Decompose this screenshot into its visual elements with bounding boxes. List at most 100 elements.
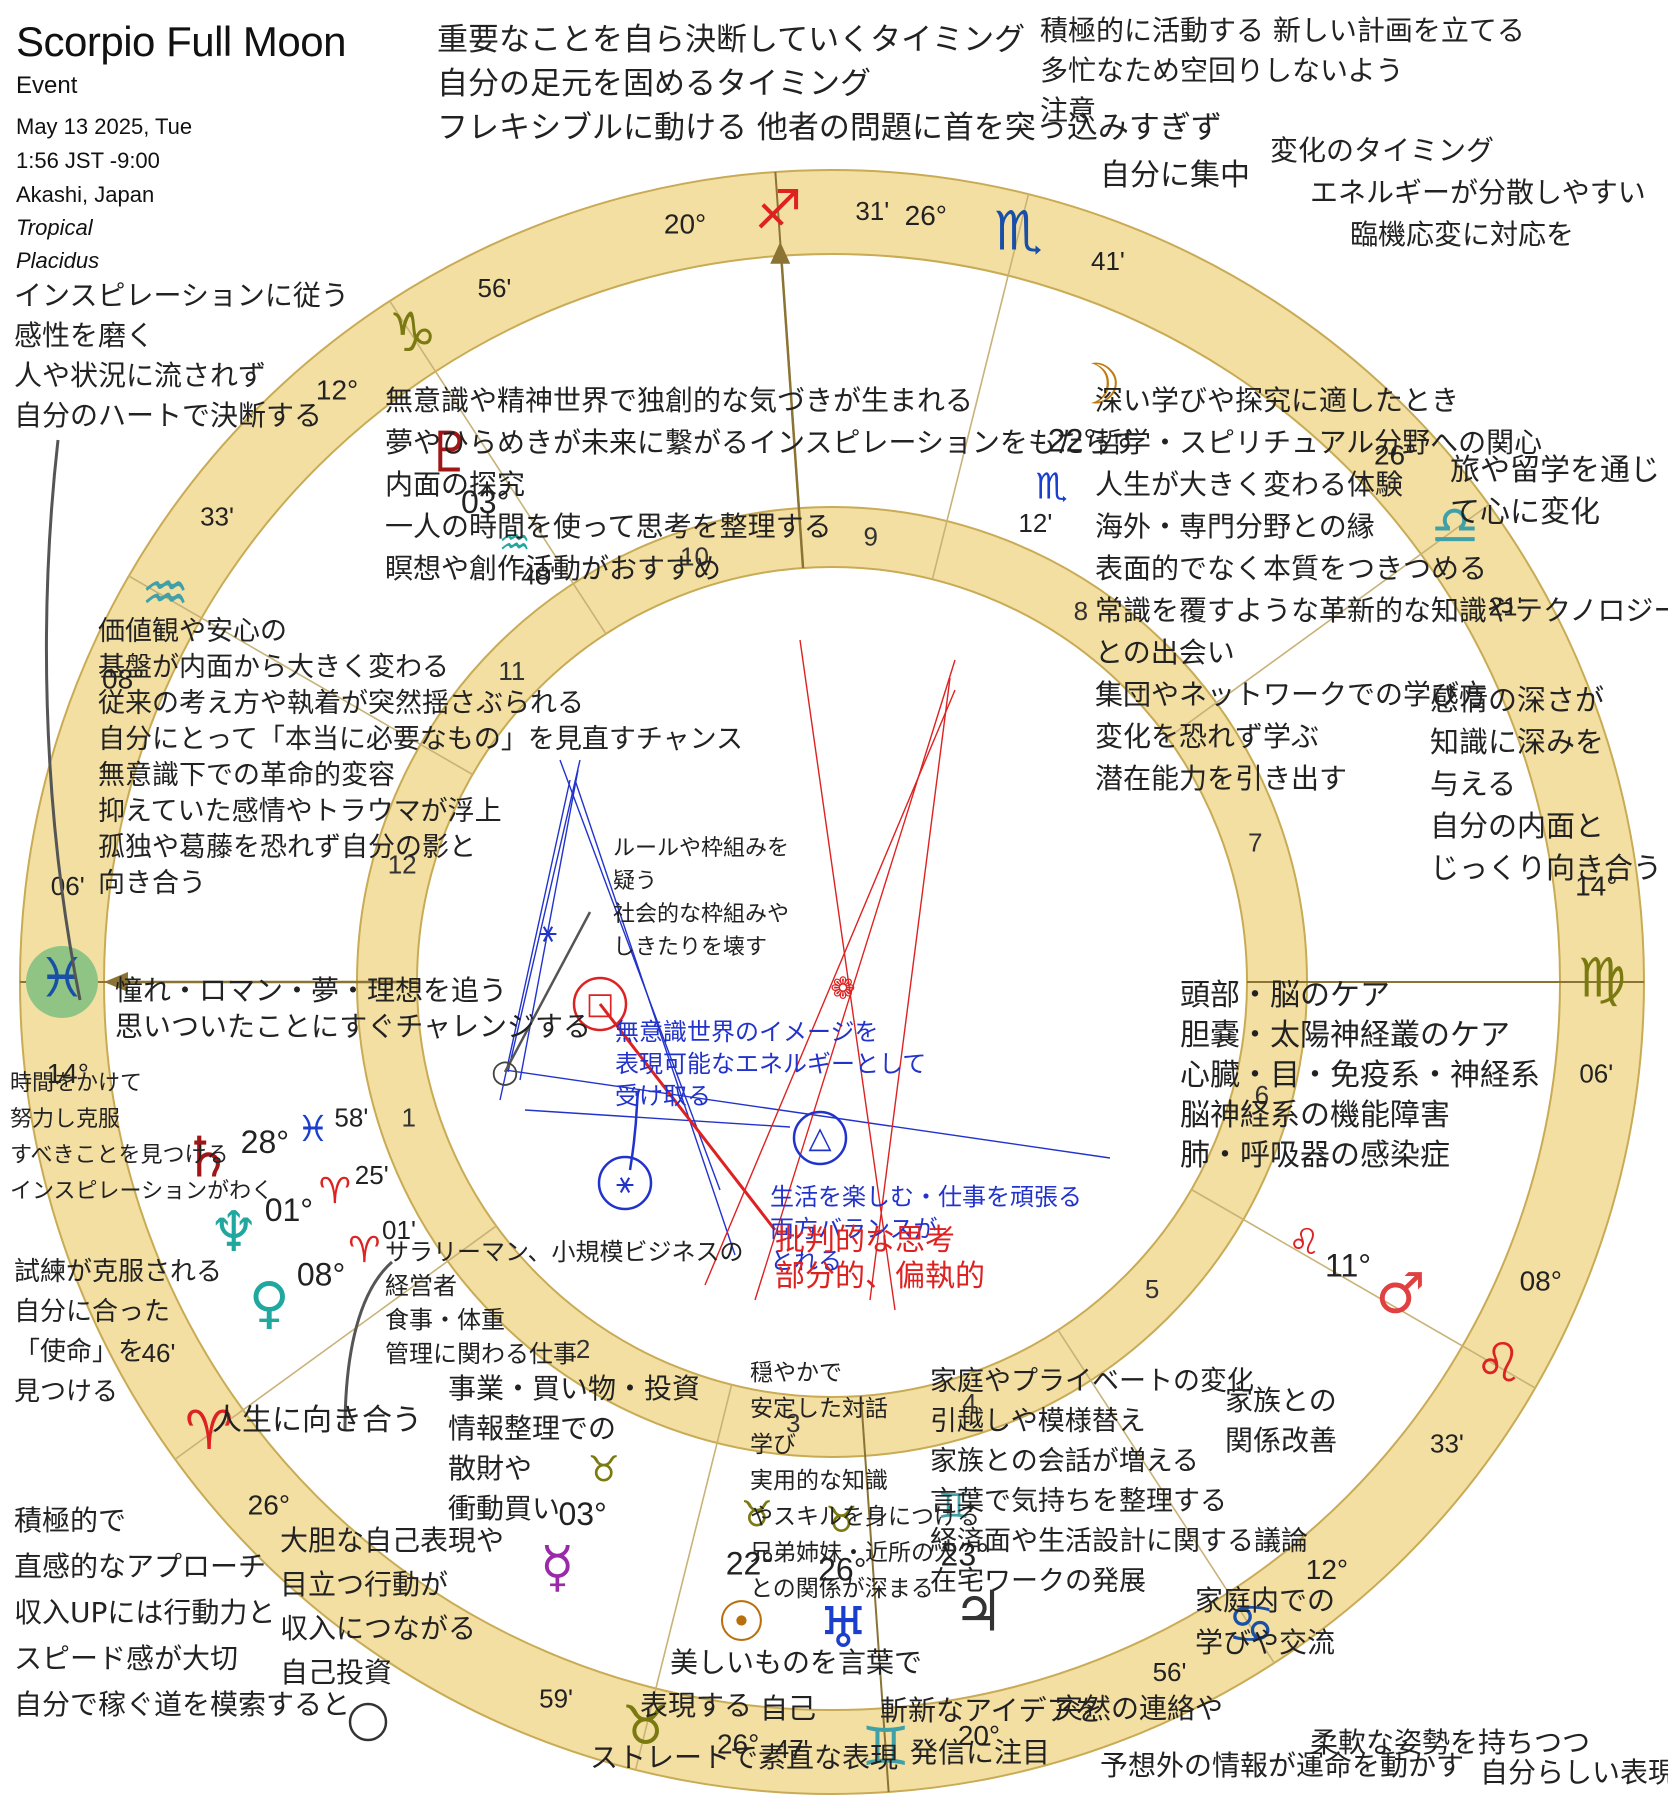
note-house2b-3: 散財や <box>448 1452 532 1485</box>
cusp-sign-glyph-2: ♈ <box>185 1399 233 1462</box>
cusp-degree-6: 08° <box>1520 1265 1562 1296</box>
note-house2-3: 食事・体重 <box>385 1306 505 1334</box>
aspect-line-1 <box>507 759 581 1073</box>
aspect-line-7 <box>574 779 736 1256</box>
note-house12-3: 内面の探究 <box>385 468 525 501</box>
aspect-mark-conjunction-4: ○ <box>491 1052 519 1090</box>
aspect-mark-ring-3 <box>792 1110 848 1166</box>
note-center1-2: 疑う <box>613 869 657 894</box>
aspect-line-3 <box>499 779 571 1101</box>
note-top-center-focus: 自分に集中 <box>1100 158 1250 193</box>
cusp-sign-glyph-4: ♊ <box>862 1715 910 1778</box>
house-number-3: 3 <box>786 1408 800 1438</box>
planet-glyph-mars: ♂ <box>1375 1261 1425 1326</box>
note-house11-2: 基盤が内面から大きく変わる <box>98 652 449 683</box>
cusp-sign-glyph-6: ♌ <box>1475 1332 1523 1395</box>
house-cusp-line-8 <box>1167 504 1490 739</box>
note-house12-4: 一人の時間を使って思考を整理する <box>385 510 832 543</box>
house-number-10: 10 <box>680 542 709 572</box>
note-center-red-2: 部分的、偏執的 <box>775 1259 985 1294</box>
aspect-mark-square-1: □ <box>586 987 614 1022</box>
note-center1-3: 社会的な枠組みや <box>613 902 789 927</box>
chart-subtitle: Event <box>16 72 78 99</box>
planet-minutes-saturn: 58' <box>334 1103 368 1133</box>
planet-degree-saturn: 28° <box>241 1124 289 1160</box>
note-house6-4: 脳神経系の機能障害 <box>1180 1098 1450 1133</box>
note-bottom-2: 表現する <box>640 1689 752 1722</box>
note-house4-2: 引越しや模様替え <box>930 1406 1146 1437</box>
handwritten-curve-left <box>44 439 82 1001</box>
note-bottom-3: 自己 <box>760 1692 816 1725</box>
house-number-12: 12 <box>388 850 417 880</box>
note-house3b-1: 穏やかで <box>750 1360 842 1386</box>
planet-degree-uranus: 26° <box>818 1551 866 1587</box>
note-center2-2: 表現可能なエネルギーとして <box>615 1050 926 1078</box>
house-cusp-line-2 <box>174 1225 497 1460</box>
planet-sign-neptune: ♈ <box>319 1171 351 1212</box>
note-house3-1: 大胆な自己表現や <box>280 1524 504 1557</box>
note-house3b-6: 兄弟姉妹・近所の人 <box>750 1540 957 1566</box>
cusp-degree-2: 26° <box>248 1490 290 1521</box>
planet-sign-pluto: ♒ <box>498 523 530 564</box>
aspect-line-9 <box>869 677 951 1301</box>
midheaven-axis <box>779 249 805 569</box>
note-house7-3: 与える <box>1430 767 1516 801</box>
note-house3b-3: 学び <box>750 1432 796 1458</box>
cusp-degree-12: 08° <box>102 664 144 695</box>
cusp-sign-glyph-11: ♑ <box>388 301 436 364</box>
event-place: Akashi, Japan <box>16 182 155 207</box>
zodiac-system: Tropical <box>16 215 93 240</box>
planet-minutes-pluto: 48' <box>521 560 555 590</box>
note-left-mid-2: 努力し克服 <box>10 1107 120 1132</box>
cusp-minutes-11: 56' <box>478 273 512 303</box>
cusp-minutes-7: 06' <box>1579 1059 1613 1089</box>
planet-minutes-neptune: 25' <box>355 1160 389 1190</box>
cusp-degree-3: 26° <box>717 1729 759 1760</box>
note-top-center-2: 自分の足元を固めるタイミング <box>437 66 871 102</box>
handwritten-curve-center <box>628 1088 641 1171</box>
cusp-minutes-9: 41' <box>1091 246 1125 276</box>
note-top-right-change-3: 臨機応変に対応を <box>1350 218 1574 251</box>
cusp-degree-9: 26° <box>905 200 947 231</box>
note-house11-8: 向き合う <box>98 868 206 899</box>
note-house-asc-2: 思いついたことにすぐチャレンジする <box>115 1010 591 1043</box>
note-left-top-1: インスピレーションに従う <box>14 279 349 312</box>
cusp-minutes-2: 46' <box>142 1338 176 1368</box>
planet-degree-venus: 08° <box>297 1256 345 1292</box>
note-house11-7: 孤独や葛藤を恐れず自分の影と <box>98 832 476 863</box>
house-number-6: 6 <box>1255 1080 1269 1110</box>
house-number-5: 5 <box>1145 1274 1159 1304</box>
note-left-mid-4: インスピレーションがわく <box>10 1179 273 1204</box>
aspect-mark-sextile-5: ⚹ <box>539 915 557 950</box>
note-house3b-5: やスキルを身につける <box>750 1504 980 1530</box>
note-house4c-1: 家庭内での <box>1195 1584 1335 1617</box>
note-house8b-1: 旅や留学を通じ <box>1450 453 1660 488</box>
note-house3b-2: 安定した対話 <box>750 1396 888 1422</box>
note-house8-2: 哲学・スピリチュアル分野への関心 <box>1095 426 1542 459</box>
house-number-8: 8 <box>1074 596 1088 626</box>
cusp-degree-1: 14° <box>47 1058 89 1089</box>
aspect-mark-trine-3: △ <box>808 1121 831 1156</box>
cusp-minutes-3: 59' <box>539 1684 573 1714</box>
note-house3-3: 収入につながる <box>280 1612 476 1645</box>
note-left-low-3: 「使命」を <box>14 1337 144 1367</box>
handwritten-curve-house2 <box>343 1260 393 1431</box>
planet-degree-moon: 22° <box>1048 422 1096 458</box>
planet-glyph-pluto: ♇ <box>425 420 475 485</box>
note-bottom-5: 斬新なアイデアを <box>880 1694 1103 1727</box>
note-house8-9: 変化を恐れず学ぶ <box>1095 720 1319 753</box>
note-house6-2: 胆嚢・太陽神経叢のケア <box>1180 1018 1510 1053</box>
house-number-4: 4 <box>962 1388 976 1418</box>
cusp-sign-glyph-9: ♏ <box>994 200 1042 263</box>
cusp-degree-4: 20° <box>958 1720 1000 1751</box>
aspect-line-10 <box>799 639 896 1311</box>
note-house4b-2: 関係改善 <box>1225 1424 1337 1457</box>
note-house2b-4: 衝動買い <box>448 1492 560 1525</box>
ascendant-arrow <box>104 972 128 992</box>
house-system: Placidus <box>16 248 100 273</box>
planet-glyph-moon: ☽ <box>1071 352 1121 417</box>
note-bottom-4: ストレートで素直な表現 <box>590 1741 898 1774</box>
note-house11-5: 無意識下での革命的変容 <box>98 760 395 791</box>
note-house11-6: 抑えていた感情やトラウマが浮上 <box>98 796 502 827</box>
